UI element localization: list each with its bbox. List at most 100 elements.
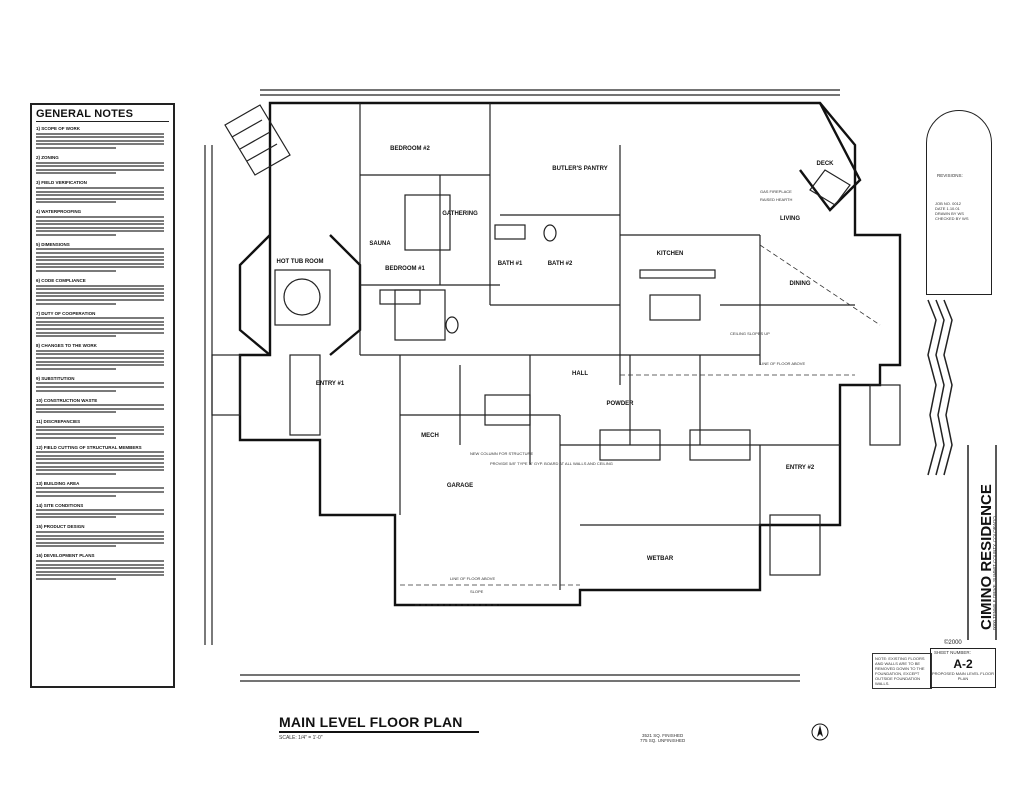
title-block: REVISIONS: JOB NO. 0012 DATE 1.10.01 DRA… — [922, 110, 998, 688]
room-label: BATH #1 — [498, 261, 523, 267]
general-note-text-line — [36, 559, 164, 562]
general-note-text-line — [36, 302, 116, 305]
general-note-text-line — [36, 516, 116, 519]
general-note-text-line — [36, 574, 164, 577]
general-note-text-line — [36, 139, 164, 142]
general-note-text-line — [36, 335, 116, 338]
general-note-text-line — [36, 451, 164, 454]
general-note-text-line — [36, 143, 164, 146]
general-note-heading: 12) FIELD CUTTING OF STRUCTURAL MEMBERS — [36, 444, 142, 450]
general-note-text-line — [36, 262, 164, 265]
general-note: 10) CONSTRUCTION WASTE — [36, 398, 169, 414]
general-note-text-line — [36, 168, 164, 171]
general-note-heading: 16) DEVELOPMENT PLANS — [36, 553, 95, 559]
job-info-line: DATE 1.10.01 — [935, 206, 960, 211]
general-note-text-line — [36, 356, 164, 359]
plan-scale: SCALE: 1/4" = 1'-0" — [279, 735, 323, 741]
general-note-text-line — [36, 382, 164, 385]
general-note: 7) DUTY OF COOPERATION — [36, 311, 169, 338]
general-note-text-line — [36, 291, 164, 294]
general-note-heading: 9) SUBSTITUTION — [36, 375, 75, 381]
general-note-text-line — [36, 331, 164, 334]
general-note-text-line — [36, 487, 164, 490]
general-note-text-line — [36, 570, 164, 573]
sheet-number-box: SHEET NUMBER: A-2 PROPOSED MAIN LEVEL FL… — [930, 648, 996, 688]
project-info: CIMINO RESIDENCE 0000 TENMILE DRIVE, SUM… — [922, 300, 997, 630]
general-note-heading: 14) SITE CONDITIONS — [36, 502, 84, 508]
general-note-text-line — [36, 534, 164, 537]
general-note-text-line — [36, 136, 164, 139]
general-note-text-line — [36, 465, 164, 468]
general-note-text-line — [36, 353, 164, 356]
job-info-line: CHECKED BY WS — [935, 216, 969, 221]
general-note: 1) SCOPE OF WORK — [36, 126, 169, 149]
general-note-text-line — [36, 172, 116, 175]
general-note-heading: 3) FIELD VERIFICATION — [36, 180, 87, 186]
general-note: 16) DEVELOPMENT PLANS — [36, 553, 169, 580]
room-label: MECH — [421, 433, 439, 439]
room-label: ENTRY #1 — [316, 381, 345, 387]
plan-area-note: 3521 SQ. FINISHED 775 SQ. UNFINISHED — [640, 733, 686, 743]
room-label: POWDER — [607, 401, 635, 407]
general-note: 3) FIELD VERIFICATION — [36, 180, 169, 204]
plan-note: NEW COLUMN FOR STRUCTURE — [470, 451, 533, 456]
general-note: 13) BUILDING AREA — [36, 481, 169, 497]
general-note-heading: 4) WATERPROOFING — [36, 209, 82, 215]
general-note-text-line — [36, 563, 164, 566]
general-note-text-line — [36, 469, 164, 472]
room-label: BUTLER'S PANTRY — [552, 166, 607, 172]
plan-note: GAS FIREPLACE — [760, 189, 792, 194]
general-note-text-line — [36, 367, 116, 370]
plan-note: LINE OF FLOOR ABOVE — [760, 361, 805, 366]
general-note: 5) DIMENSIONS — [36, 242, 169, 273]
room-label: HOT TUB ROOM — [277, 259, 324, 265]
general-note: 4) WATERPROOFING — [36, 209, 169, 236]
general-note-text-line — [36, 462, 164, 465]
general-note-text-line — [36, 288, 164, 291]
floor-plan-drawing: BEDROOM #2 GATHERING BUTLER'S PANTRY LIV… — [204, 89, 902, 682]
general-note-text-line — [36, 266, 164, 269]
general-note-text-line — [36, 364, 164, 367]
revisions-label: REVISIONS: — [937, 173, 963, 178]
room-label: DINING — [790, 281, 811, 287]
revisions-box: REVISIONS: JOB NO. 0012 DATE 1.10.01 DRA… — [926, 110, 992, 295]
general-note-text-line — [36, 219, 164, 222]
general-note-text-line — [36, 425, 164, 428]
general-note-text-line — [36, 161, 164, 164]
general-note-heading: 1) SCOPE OF WORK — [36, 126, 81, 131]
general-note-text-line — [36, 270, 116, 273]
room-label: ENTRY #2 — [786, 465, 815, 471]
room-label: LIVING — [780, 216, 800, 222]
general-note-text-line — [36, 201, 116, 204]
general-note-text-line — [36, 226, 164, 229]
plan-note: PROVIDE 5/8" TYPE 'X' GYP. BOARD AT ALL … — [490, 461, 613, 466]
edge-note: NOTE: EXISTING FLOORS AND WALLS ARE TO B… — [872, 653, 932, 689]
job-info-line: JOB NO. 0012 — [935, 201, 962, 206]
room-label: GARAGE — [447, 483, 473, 489]
general-note-text-line — [36, 320, 164, 323]
general-note-text-line — [36, 545, 116, 548]
general-note-text-line — [36, 223, 164, 226]
general-note: 6) CODE COMPLIANCE — [36, 278, 169, 305]
general-note-text-line — [36, 436, 116, 439]
general-note-text-line — [36, 194, 164, 197]
general-note-text-line — [36, 349, 164, 352]
general-note-text-line — [36, 197, 164, 200]
general-note-text-line — [36, 248, 164, 251]
general-note-text-line — [36, 541, 164, 544]
general-note: 2) ZONING — [36, 155, 169, 175]
general-note-text-line — [36, 317, 164, 320]
general-note-text-line — [36, 299, 164, 301]
plan-title: MAIN LEVEL FLOOR PLAN — [279, 714, 463, 730]
copyright-mark: ©2000 — [944, 640, 962, 646]
plan-note: RAISED HEARTH — [760, 197, 792, 202]
general-note-text-line — [36, 509, 164, 512]
plan-title-underline — [279, 731, 479, 733]
general-note-text-line — [36, 385, 164, 388]
general-note-text-line — [36, 324, 164, 327]
room-label: GATHERING — [442, 211, 478, 217]
room-label: BATH #2 — [548, 261, 573, 267]
general-note-text-line — [36, 132, 164, 135]
